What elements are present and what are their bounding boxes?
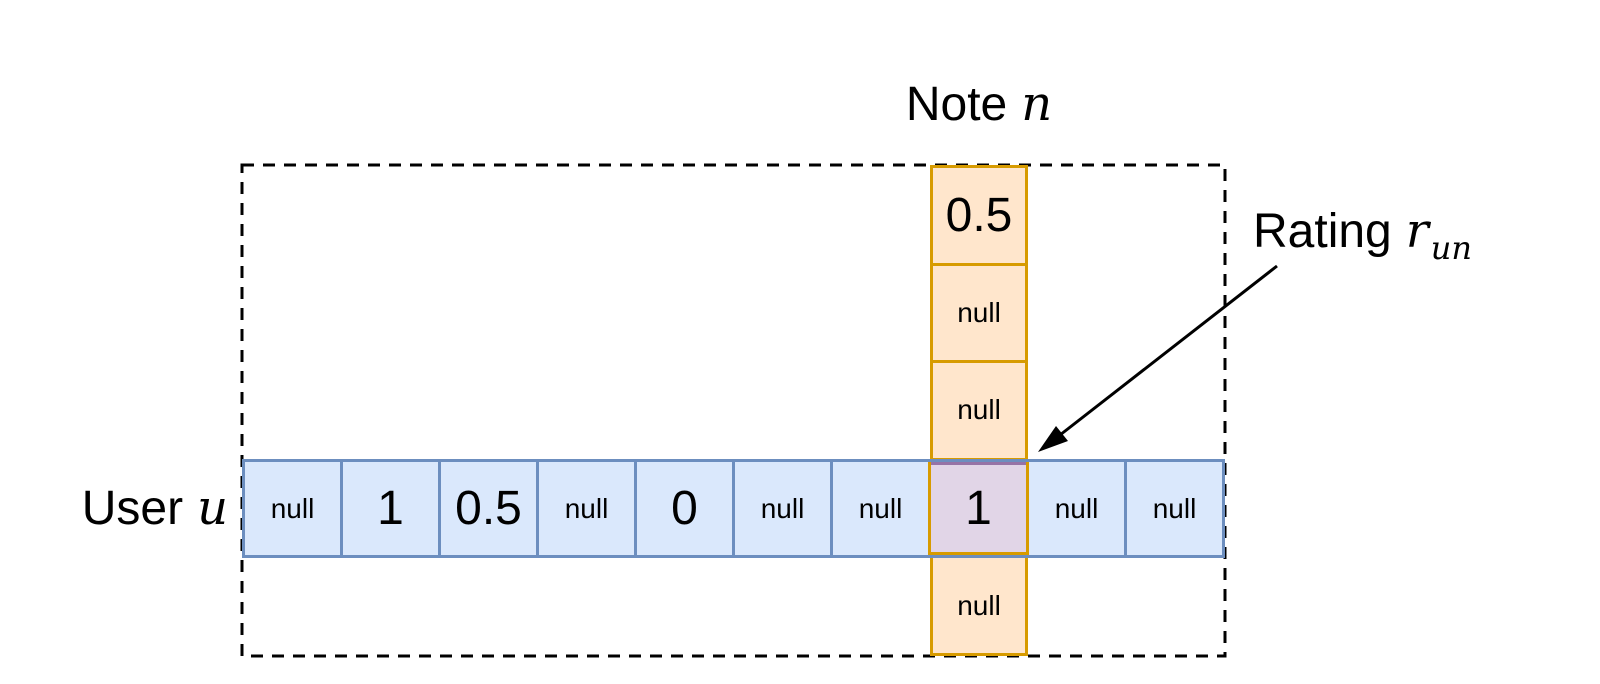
note-label-text: Note (905, 78, 1008, 131)
user-row-cell: null (1124, 462, 1222, 555)
user-row-cell: null (732, 462, 830, 555)
user-row-cell: null (536, 462, 634, 555)
note-column: 0.5 null null 1 null (930, 165, 1028, 656)
rating-intersection-cell: 1 (928, 462, 1026, 555)
user-label-text: User (81, 482, 184, 535)
user-row-cell: null (1026, 462, 1124, 555)
note-column-cell: null (933, 262, 1025, 361)
user-variable: u (197, 480, 228, 536)
dashed-matrix-boundary (240, 163, 1227, 658)
note-column-cell: 0.5 (945, 188, 1013, 242)
note-column-cell: null (933, 555, 1025, 653)
user-row-cell: 0.5 (438, 462, 536, 555)
user-row-cell: null (270, 492, 315, 524)
rating-label-text: Rating (1253, 205, 1392, 258)
rating-arrow-line (1059, 264, 1278, 437)
rating-variable-subscript: un (1430, 229, 1472, 267)
user-row-cell: null (830, 462, 928, 555)
user-row: null 1 0.5 null 0 null null 1 null null (242, 459, 1225, 558)
rating-variable: r (1405, 203, 1429, 259)
user-row-cell: 0 (634, 462, 732, 555)
user-row-cell: 1 (340, 462, 438, 555)
note-variable: n (1021, 76, 1053, 132)
note-column-cell: null (933, 360, 1025, 458)
rating-arrowhead-icon (1038, 426, 1068, 452)
